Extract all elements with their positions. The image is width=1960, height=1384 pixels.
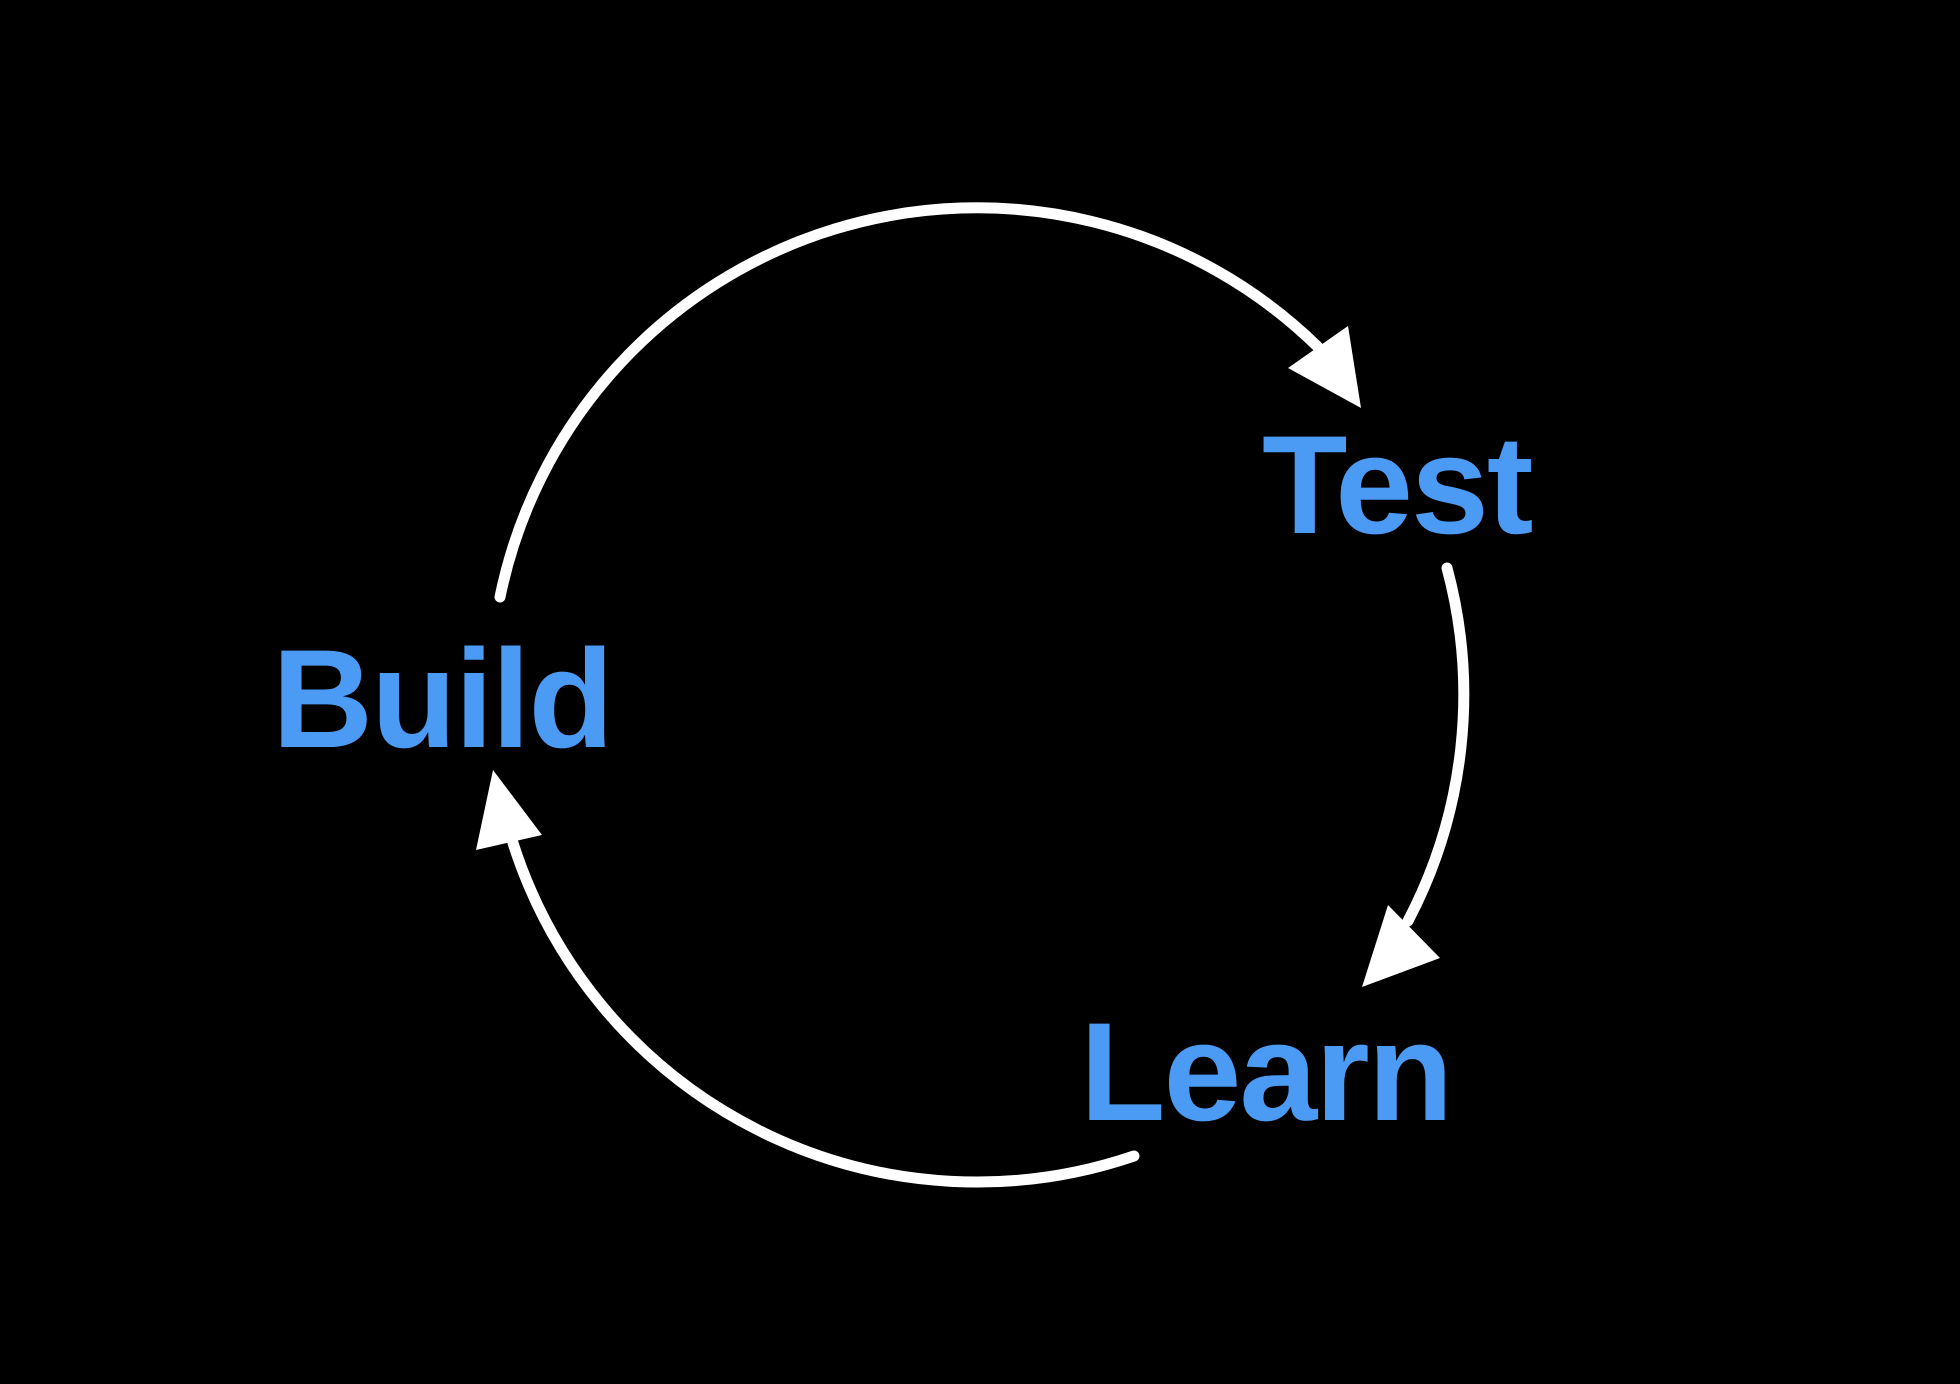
node-label-learn: Learn: [1080, 993, 1451, 1150]
node-label-test: Test: [1262, 406, 1532, 563]
node-label-build: Build: [272, 620, 612, 777]
arrowhead-to-test-icon: [1288, 326, 1361, 408]
edge-arc-build-to-test: [494, 202, 1324, 603]
arrowhead-to-learn-icon: [1362, 905, 1440, 987]
edge-arc-learn-to-build: [507, 837, 1140, 1188]
arrowhead-to-build-icon: [476, 770, 542, 850]
edge-arc-test-to-learn: [1402, 562, 1470, 927]
